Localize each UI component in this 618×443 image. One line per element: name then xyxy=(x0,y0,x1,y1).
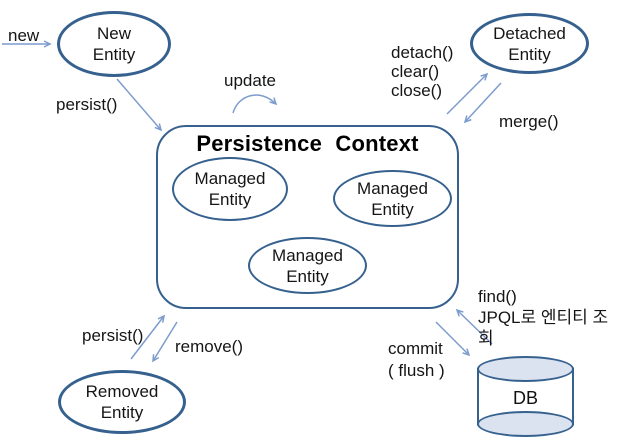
db-cylinder-top xyxy=(477,356,574,382)
label-persist-top: persist() xyxy=(56,95,118,114)
db-label: DB xyxy=(512,388,538,408)
label-persist-bottom: persist() xyxy=(82,326,144,345)
persistence-context-box: Persistence Context Managed Entity Manag… xyxy=(156,125,459,309)
node-managed-entity-3: Managed Entity xyxy=(248,237,367,294)
node-managed-entity-1: Managed Entity xyxy=(172,157,288,221)
label-find-jpql: find() JPQL로 엔티티 조회 xyxy=(478,287,609,348)
node-detached-entity: Detached Entity xyxy=(470,13,589,74)
label-remove: remove() xyxy=(175,337,244,356)
node-managed-entity-2: Managed Entity xyxy=(333,170,452,227)
arrow-update xyxy=(232,94,278,114)
label-update: update xyxy=(224,71,276,90)
node-new-entity: New Entity xyxy=(57,11,171,77)
arrow-persist-top xyxy=(116,78,163,132)
label-merge: merge() xyxy=(499,112,559,131)
node-removed-entity: Removed Entity xyxy=(58,370,186,434)
label-detach-clear-close: detach() clear() close() xyxy=(391,43,454,100)
arrow-merge xyxy=(463,82,502,124)
db-cylinder-bottom xyxy=(477,411,574,437)
persistence-context-title: Persistence Context xyxy=(196,131,419,156)
db-cylinder: DB xyxy=(477,356,574,437)
arrow-remove xyxy=(152,321,178,363)
label-new: new xyxy=(8,26,40,45)
label-commit-flush: commit ( flush ) xyxy=(388,339,445,380)
